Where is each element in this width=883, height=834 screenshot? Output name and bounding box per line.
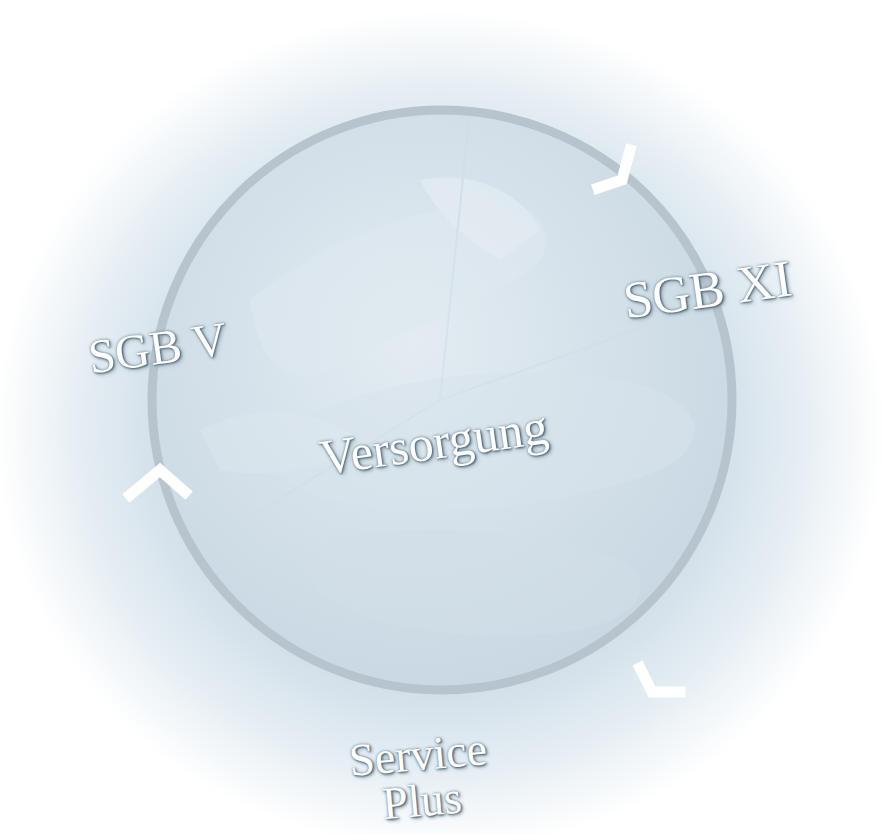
- cycle-ring: [152, 110, 732, 690]
- circle-shape: [152, 110, 732, 690]
- circle-node: Versorgung: [152, 110, 732, 690]
- chevron: [598, 150, 630, 188]
- chevron: [640, 668, 680, 692]
- chevron: [130, 470, 185, 495]
- circle-outline: [152, 110, 732, 690]
- circle-ground: [152, 110, 732, 690]
- cycle-chevrons: [130, 150, 680, 692]
- cycle-label: Service Plus: [316, 723, 523, 832]
- haze: [0, 10, 883, 834]
- center-title: Versorgung: [317, 401, 551, 482]
